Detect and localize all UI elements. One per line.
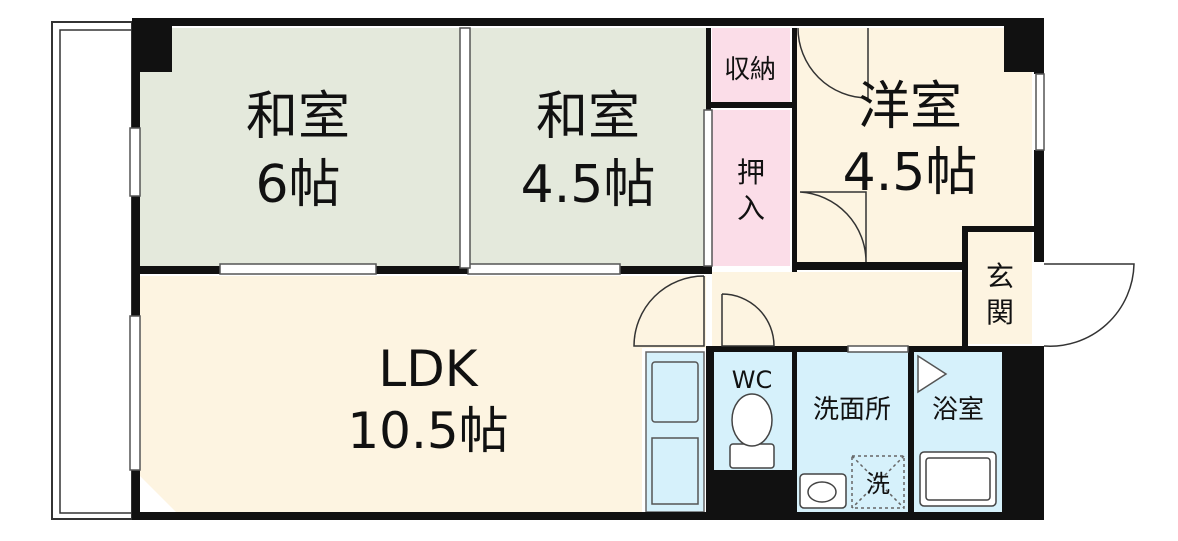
youshitsu-name: 洋室	[858, 77, 962, 137]
washitsu-45-size: 4.5帖	[521, 155, 656, 215]
washbasin-icon	[799, 473, 847, 509]
genkan-label-1: 玄	[986, 260, 1014, 293]
oshiire-label-2: 入	[737, 192, 765, 225]
washitsu-45-room	[470, 28, 708, 268]
washing-machine-space	[851, 455, 905, 509]
bath-door-icon	[917, 354, 948, 394]
senmenjo-label: 洗面所	[813, 395, 891, 425]
ldk-label: LDK 10.5帖	[347, 340, 508, 460]
windows	[129, 27, 1045, 471]
shuno-label: 収納	[724, 55, 776, 85]
washitsu-45-name: 和室	[536, 87, 640, 147]
washitsu-6-name: 和室	[246, 87, 350, 147]
shuno-room	[712, 28, 790, 102]
washitsu-6-label: 和室 6帖	[246, 87, 350, 215]
wc-label: WC	[732, 366, 773, 394]
oshiire-room	[712, 110, 790, 266]
washitsu-6-size: 6帖	[255, 155, 340, 215]
kitchen-sink-icon	[651, 361, 699, 505]
genkan-room	[968, 232, 1032, 344]
ldk-size: 10.5帖	[347, 402, 508, 460]
yokushitsu-label: 浴室	[932, 395, 984, 425]
youshitsu-room	[796, 28, 1032, 266]
washitsu-45-label: 和室 4.5帖	[521, 87, 656, 215]
balcony	[51, 21, 133, 520]
youshitsu-label: 洋室 4.5帖	[843, 77, 978, 203]
sentakuki-label: 洗	[866, 470, 890, 498]
youshitsu-size: 4.5帖	[843, 143, 978, 203]
ldk-name: LDK	[378, 340, 478, 398]
walls	[132, 18, 1044, 520]
hallway-room	[712, 272, 964, 346]
ldk-room	[140, 276, 706, 512]
oshiire-label-1: 押	[737, 156, 765, 189]
door-swings	[633, 27, 1135, 347]
washitsu-6-room	[140, 28, 462, 268]
genkan-label-2: 関	[986, 296, 1014, 329]
bathtub-icon	[919, 451, 997, 507]
kitchen-counter	[645, 351, 705, 513]
toilet-icon	[729, 393, 775, 469]
